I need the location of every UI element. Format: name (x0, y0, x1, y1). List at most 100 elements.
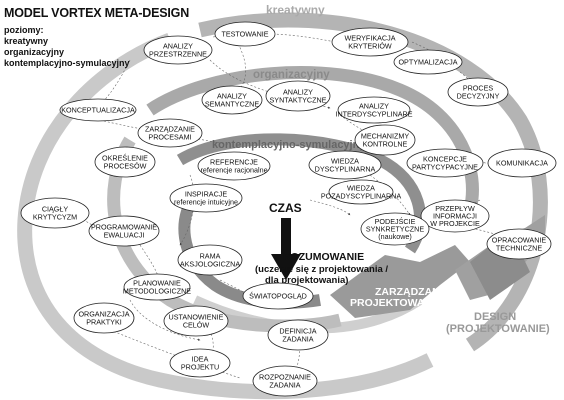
legend-item-creative: kreatywny (4, 36, 49, 46)
management-label-2: PROJEKTOWANIEM (350, 297, 451, 309)
node-ellipse (447, 77, 509, 107)
node-ellipse (123, 273, 191, 301)
node-label: KONCEPCJE (423, 155, 467, 164)
node-ellipse (169, 348, 231, 378)
management-label-1: ZARZĄDZANIE (375, 286, 450, 298)
node-label: WIEDZA (347, 184, 375, 193)
node-label: INFORMACJI (433, 212, 477, 221)
node-testowanie: TESTOWANIE (214, 21, 276, 47)
node-label: OPRACOWANIE (492, 236, 547, 245)
node-label: PARTYCYPACYJNE (412, 162, 478, 171)
node-optymalizacja: OPTYMALIZACJA (393, 49, 463, 75)
time-label: CZAS (269, 201, 302, 215)
node-ellipse (59, 98, 137, 122)
node-ellipse (201, 85, 263, 115)
node-label: OPTYMALIZACJA (398, 58, 457, 67)
node-ellipse (252, 365, 318, 397)
node-label: ZARZĄDZANIE (145, 125, 195, 134)
node-ellipse (406, 148, 484, 178)
node-label: WIEDZA (331, 157, 359, 166)
node-label: referencje racjonalne (200, 165, 267, 174)
node-label: KRYTERIÓW (348, 41, 392, 50)
node-label: ANALIZY (359, 102, 389, 111)
node-ellipse (88, 215, 160, 247)
node-ellipse (94, 146, 156, 178)
node-label: USTANOWIENIE (169, 313, 224, 322)
node-ellipse (360, 212, 430, 246)
design-label-2: (PROJEKTOWANIE) (446, 323, 550, 335)
node-label: PLANOWANIE (133, 279, 181, 288)
node-label: PROJEKTU (181, 362, 219, 371)
node-label: KRYTYCYZM (33, 212, 77, 221)
node-ellipse (20, 197, 90, 229)
node-label: W PROJEKCIE (430, 219, 480, 228)
node-label: PRAKTYKI (86, 317, 122, 326)
node-ellipse (177, 244, 243, 276)
node-label: IDEA (192, 355, 209, 364)
node-label: ZADANIA (269, 380, 300, 389)
node-label: RAMA (200, 252, 221, 261)
node-label: ANALIZY (217, 92, 247, 101)
node-ellipse (169, 183, 243, 213)
legend-item-organizational: organizacyjny (4, 47, 65, 57)
node-label: DEFINICJA (279, 327, 316, 336)
node-label: INTERDYSCYPLINARE (335, 109, 412, 118)
time-arrow (271, 218, 301, 280)
node-label: CELÓW (183, 320, 210, 329)
node-label: CIĄGŁY (42, 205, 69, 214)
levels-legend: poziomy: kreatywny organizacyjny kontemp… (4, 25, 130, 69)
node-label: EWALUACJI (104, 230, 145, 239)
node-ellipse (267, 319, 329, 351)
node-label: AKSJOLOGICZNA (180, 259, 241, 268)
node-label: KONTROLNE (363, 139, 408, 148)
node-ellipse (265, 80, 331, 112)
node-label: PROCESÓW (104, 161, 147, 170)
node-label: POZADYSCYPLINARNA (321, 191, 401, 200)
node-label: TESTOWANIE (221, 30, 268, 39)
node-label: KONCEPTUALIZACJA (61, 106, 135, 115)
design-label-1: DESIGN (474, 311, 516, 323)
node-label: (naukowe) (378, 232, 412, 241)
node-label: INSPIRACJE (185, 190, 228, 199)
node-ellipse (487, 148, 557, 178)
node-label: PROCES (463, 84, 494, 93)
level-label-contemplative: kontemplacyjno-symulacyjny (212, 139, 366, 151)
node-label: ŚWIATOPOGLĄD (249, 292, 307, 301)
level-label-organizational: organizacyjny (253, 69, 330, 81)
node-ellipse (143, 35, 213, 65)
node-ellipse (308, 150, 382, 180)
node-ellipse (328, 179, 394, 205)
node-swiatopoglad: ŚWIATOPOGLĄD (242, 282, 314, 310)
node-label: PROGRAMOWANIE (91, 223, 157, 232)
node-label: REFERENCJE (210, 158, 258, 167)
node-label: MECHANIZMY (361, 132, 410, 141)
node-label: ANALIZY (283, 88, 313, 97)
legend-heading: poziomy: (4, 25, 44, 35)
node-label: DYSCYPLINARNA (315, 164, 376, 173)
node-ellipse (331, 27, 409, 57)
node-label: SYNKRETYCZNE (366, 225, 425, 234)
node-label: DECYZYJNY (457, 91, 500, 100)
node-label: ROZPOZNANIE (259, 373, 311, 382)
legend-item-contemplative: kontemplacyjno-symulacyjny (4, 58, 130, 68)
node-label: TECHNICZNE (496, 243, 543, 252)
